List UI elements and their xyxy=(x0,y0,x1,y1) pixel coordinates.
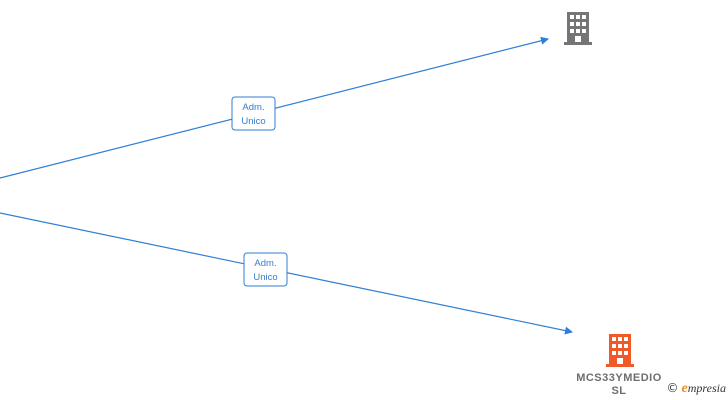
building-icon[interactable] xyxy=(606,334,634,367)
brand-logo-text: mpresia xyxy=(687,381,726,395)
edge-label-bottom-line1: Adm. xyxy=(254,258,276,269)
edge-label-top-line2: Unico xyxy=(241,116,265,127)
company-name-line2: SL xyxy=(611,385,627,397)
edge-label-top-line1: Adm. xyxy=(242,102,264,113)
copyright-symbol: © xyxy=(666,381,679,395)
edge-label-top[interactable]: Adm. Unico xyxy=(231,96,276,131)
edge-label-bottom-line2: Unico xyxy=(253,272,277,283)
building-icon[interactable] xyxy=(564,12,595,45)
empresia-watermark: © empresia xyxy=(667,381,726,397)
company-name-bottom[interactable]: MCS33YMEDIO SL xyxy=(566,372,672,398)
brand-logo-initial: e xyxy=(681,381,688,396)
company-name-line1: MCS33YMEDIO xyxy=(576,372,662,384)
edge-label-bottom[interactable]: Adm. Unico xyxy=(243,252,288,287)
